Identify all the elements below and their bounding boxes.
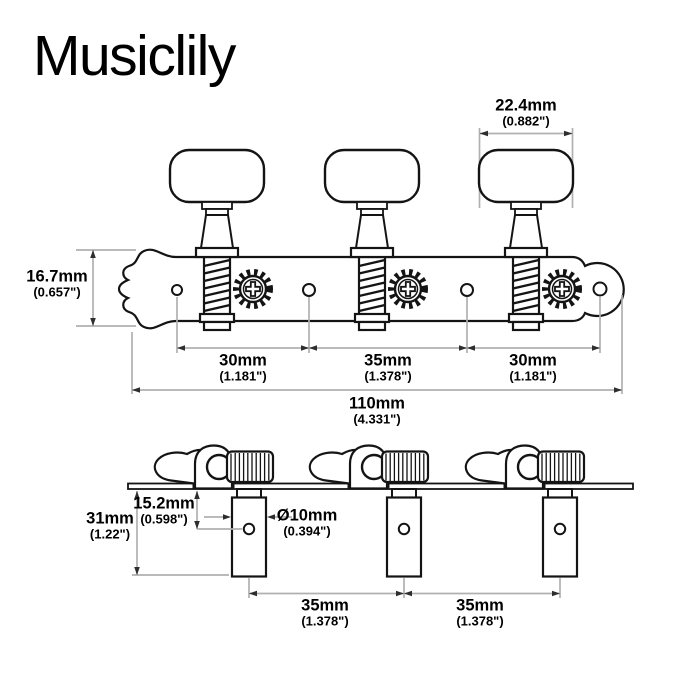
- dim-mm-value: 16.7mm: [26, 267, 88, 286]
- dimension-lines: [76, 130, 623, 598]
- dim-inch-value: (1.378"): [301, 613, 349, 629]
- dim-hole-spacing-left-label: 30mm (1.181"): [219, 351, 267, 384]
- dim-total-length-label: 110mm (4.331"): [349, 394, 405, 427]
- dim-inch-value: (0.394"): [283, 523, 331, 539]
- dim-mm-value: 30mm: [219, 351, 267, 370]
- dim-mm-value: 31mm: [86, 509, 134, 528]
- dim-mm-value: 35mm: [301, 596, 349, 615]
- dim-mm-value: 110mm: [349, 394, 405, 413]
- dim-inch-value: (0.657"): [33, 284, 81, 300]
- dim-mm-value: 35mm: [456, 596, 504, 615]
- dim-mm-value: Ø10mm: [276, 506, 338, 525]
- dim-post-spacing-2-label: 35mm (1.378"): [456, 596, 504, 629]
- mounting-plate: [117, 248, 625, 330]
- dim-inch-value: (0.882"): [502, 113, 550, 129]
- side-tuner-3: [464, 444, 586, 578]
- plate-screw-holes: [171, 281, 608, 297]
- dim-inch-value: (1.378"): [364, 368, 412, 384]
- dim-inch-value: (4.331"): [353, 411, 401, 427]
- dim-post-length-label: 31mm (1.22"): [86, 509, 134, 542]
- dim-string-hole-height-label: 15.2mm (0.598"): [133, 494, 195, 527]
- dim-mm-value: 15.2mm: [133, 494, 195, 513]
- brand-logo: Musiclily: [33, 24, 236, 88]
- dim-inch-value: (1.181"): [509, 368, 557, 384]
- dim-plate-height-label: 16.7mm (0.657"): [26, 267, 88, 300]
- dim-inch-value: (1.181"): [219, 368, 267, 384]
- dim-mm-value: 30mm: [509, 351, 557, 370]
- dim-hole-spacing-right-label: 30mm (1.181"): [509, 351, 557, 384]
- dim-post-diameter-label: Ø10mm (0.394"): [276, 506, 338, 539]
- dimension-arrowheads: [90, 130, 622, 597]
- side-view-drawing: [127, 444, 634, 578]
- dim-button-width-label: 22.4mm (0.882"): [495, 96, 557, 129]
- dim-mm-value: 35mm: [364, 351, 412, 370]
- dim-hole-spacing-middle-label: 35mm (1.378"): [364, 351, 412, 384]
- dim-inch-value: (1.22"): [89, 526, 131, 542]
- dim-inch-value: (1.378"): [456, 613, 504, 629]
- top-view-drawing: [117, 150, 625, 330]
- dim-inch-value: (0.598"): [140, 511, 188, 527]
- dim-mm-value: 22.4mm: [495, 96, 557, 115]
- dim-post-spacing-1-label: 35mm (1.378"): [301, 596, 349, 629]
